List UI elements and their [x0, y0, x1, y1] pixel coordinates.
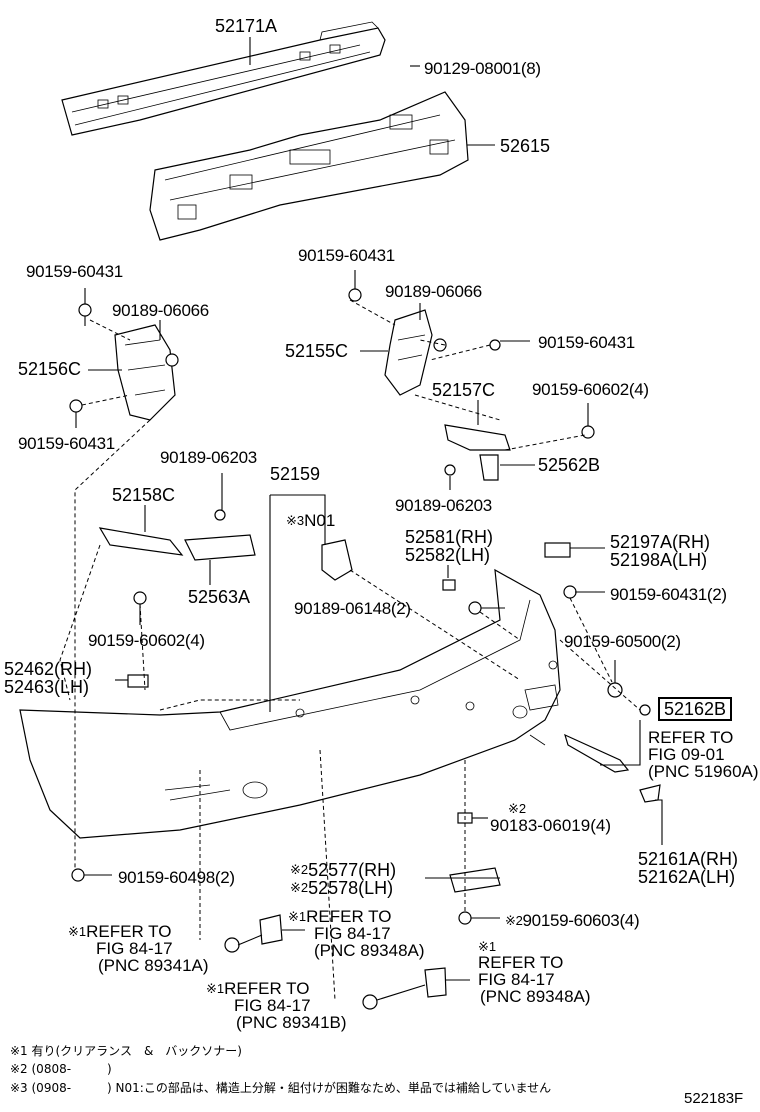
refer-89348A-a-line1: ※1REFER TO [288, 908, 425, 925]
part-52615[interactable]: 52615 [500, 136, 551, 156]
part-52158C[interactable]: 52158C [112, 485, 176, 505]
part-90159-60431-e[interactable]: 90159-60431(2) [610, 585, 727, 604]
part-52581-label: 52581(RH) [405, 527, 494, 547]
part-52563A[interactable]: 52563A [188, 587, 251, 607]
part-90189-06066-b[interactable]: 90189-06066 [385, 282, 482, 301]
footnote-3: ※3 (0908- ) N01:この部品は、構造上分解・組付けが困難なため、単品… [10, 1081, 552, 1095]
part-52197A-52198A[interactable]: 52197A(RH) 52198A(LH) [610, 533, 710, 569]
part-90159-60431-a[interactable]: 90159-60431 [26, 262, 123, 281]
part-52198A-label: 52198A(LH) [610, 550, 708, 570]
refer-fig-09-01-line1: REFER TO [648, 728, 734, 747]
part-52577-label: 52577(RH) [308, 860, 397, 880]
refer-fig-09-01-line2: FIG 09-01 [648, 745, 725, 764]
note-mark-2-a: ※2 [508, 801, 527, 816]
part-n01[interactable]: ※3N01 [286, 512, 335, 529]
refer-89341B-text1: REFER TO [224, 979, 310, 998]
refer-fig-84-17-89348A-a[interactable]: ※1REFER TO FIG 84-17 (PNC 89348A) [288, 908, 425, 959]
part-90159-60602-a[interactable]: 90159-60602(4) [532, 380, 649, 399]
part-90189-06066-a[interactable]: 90189-06066 [112, 301, 209, 320]
refer-89341B-line1: ※1REFER TO [206, 980, 347, 997]
refer-89341A-pnc: (PNC 89341A) [98, 956, 209, 975]
part-52562B[interactable]: 52562B [538, 455, 601, 475]
part-52157C[interactable]: 52157C [432, 380, 496, 400]
refer-89348A-a-pnc: (PNC 89348A) [314, 941, 425, 960]
misc-parts-drawing [71, 674, 661, 1010]
dashed-guides [59, 299, 641, 1001]
part-90159-60500[interactable]: 90159-60500(2) [564, 632, 681, 651]
part-90159-60603[interactable]: ※290159-60603(4) [505, 911, 640, 930]
part-52581-52582[interactable]: 52581(RH) 52582(LH) [405, 528, 493, 564]
leader-lines [75, 37, 663, 1001]
refer-fig-84-17-89341B[interactable]: ※1REFER TO FIG 84-17 (PNC 89341B) [206, 980, 347, 1031]
part-90183-06019[interactable]: ※2 90183-06019(4) [490, 800, 611, 834]
note-mark-1-a: ※1 [68, 924, 87, 939]
part-90159-60431-b[interactable]: 90159-60431 [18, 434, 115, 453]
part-90129-08001[interactable]: 90129-08001(8) [424, 59, 541, 78]
part-52578-row: ※252578(LH) [290, 879, 396, 897]
reinforcement-52171A-drawing [61, 21, 386, 136]
part-90159-60498[interactable]: 90159-60498(2) [118, 868, 235, 887]
note-mark-1-c: ※1 [206, 981, 225, 996]
part-52155C[interactable]: 52155C [285, 341, 349, 361]
footnote-2: ※2 (0808- ) [10, 1062, 112, 1076]
part-90159-60602-b[interactable]: 90159-60602(4) [88, 631, 205, 650]
refer-fig-09-01-pnc: (PNC 51960A) [648, 762, 759, 781]
refer-89341A-text1: REFER TO [86, 922, 172, 941]
part-52577-row: ※252577(RH) [290, 861, 396, 879]
figure-id: 522183F [684, 1090, 744, 1107]
note-mark-1-d: ※1 [478, 939, 497, 954]
absorber-52615-drawing [149, 91, 469, 241]
part-52161A-label: 52161A(RH) [638, 849, 739, 869]
refer-89348A-a-text1: REFER TO [306, 907, 392, 926]
part-52462-label: 52462(RH) [4, 659, 93, 679]
part-90159-60431-d[interactable]: 90159-60431 [538, 333, 635, 352]
refer-89341B-line2: FIG 84-17 [234, 996, 311, 1015]
part-90159-60603-label: 90159-60603(4) [522, 911, 640, 930]
bracket-52156C-drawing [69, 303, 179, 421]
part-52162A-label: 52162A(LH) [638, 867, 736, 887]
footnote-1: ※1 有り(クリアランス & バックソナー) [10, 1044, 242, 1058]
part-90189-06203-b[interactable]: 90189-06203 [395, 496, 492, 515]
part-52161A-52162A[interactable]: 52161A(RH) 52162A(LH) [638, 850, 738, 886]
retainer-52158C-drawing [98, 509, 256, 605]
refer-89341A-line1: ※1REFER TO [68, 923, 209, 940]
refer-89341B-pnc: (PNC 89341B) [236, 1013, 347, 1032]
refer-89348A-b-pnc: (PNC 89348A) [480, 987, 591, 1006]
n01-drawing [321, 539, 651, 716]
part-52156C[interactable]: 52156C [18, 359, 82, 379]
refer-89348A-a-line2: FIG 84-17 [314, 924, 391, 943]
note-mark-1-b: ※1 [288, 909, 307, 924]
part-90183-06019-label: 90183-06019(4) [490, 816, 611, 835]
note-mark-2-b: ※2 [290, 862, 309, 877]
bracket-52157C-drawing [444, 424, 595, 481]
part-n01-label: N01 [304, 511, 336, 530]
part-90189-06148[interactable]: 90189-06148(2) [294, 599, 411, 618]
part-52578-label: 52578(LH) [308, 878, 394, 898]
part-52162B-highlighted[interactable]: 52162B [658, 697, 733, 721]
note-mark-2-d: ※2 [505, 913, 523, 928]
part-52462-52463[interactable]: 52462(RH) 52463(LH) [4, 660, 92, 696]
part-52197A-label: 52197A(RH) [610, 532, 711, 552]
part-52582-label: 52582(LH) [405, 545, 491, 565]
note-mark-3: ※3 [286, 513, 305, 528]
part-52577-52578[interactable]: ※252577(RH) ※252578(LH) [290, 861, 396, 897]
part-52159[interactable]: 52159 [270, 464, 321, 484]
refer-fig-84-17-89341A[interactable]: ※1REFER TO FIG 84-17 (PNC 89341A) [68, 923, 209, 974]
bracket-52155C-drawing [348, 288, 501, 396]
note-mark-2-c: ※2 [290, 880, 309, 895]
refer-fig-09-01[interactable]: REFER TO FIG 09-01 (PNC 51960A) [648, 729, 759, 780]
refer-89348A-b-line2: FIG 84-17 [478, 970, 555, 989]
part-90159-60431-c[interactable]: 90159-60431 [298, 246, 395, 265]
part-52171A[interactable]: 52171A [215, 16, 278, 36]
refer-fig-84-17-89348A-b[interactable]: ※1 REFER TO FIG 84-17 (PNC 89348A) [478, 939, 591, 1006]
refer-89341A-line2: FIG 84-17 [96, 939, 173, 958]
part-90189-06203-a[interactable]: 90189-06203 [160, 448, 257, 467]
part-52463-label: 52463(LH) [4, 677, 90, 697]
refer-89348A-b-line1: REFER TO [478, 953, 564, 972]
